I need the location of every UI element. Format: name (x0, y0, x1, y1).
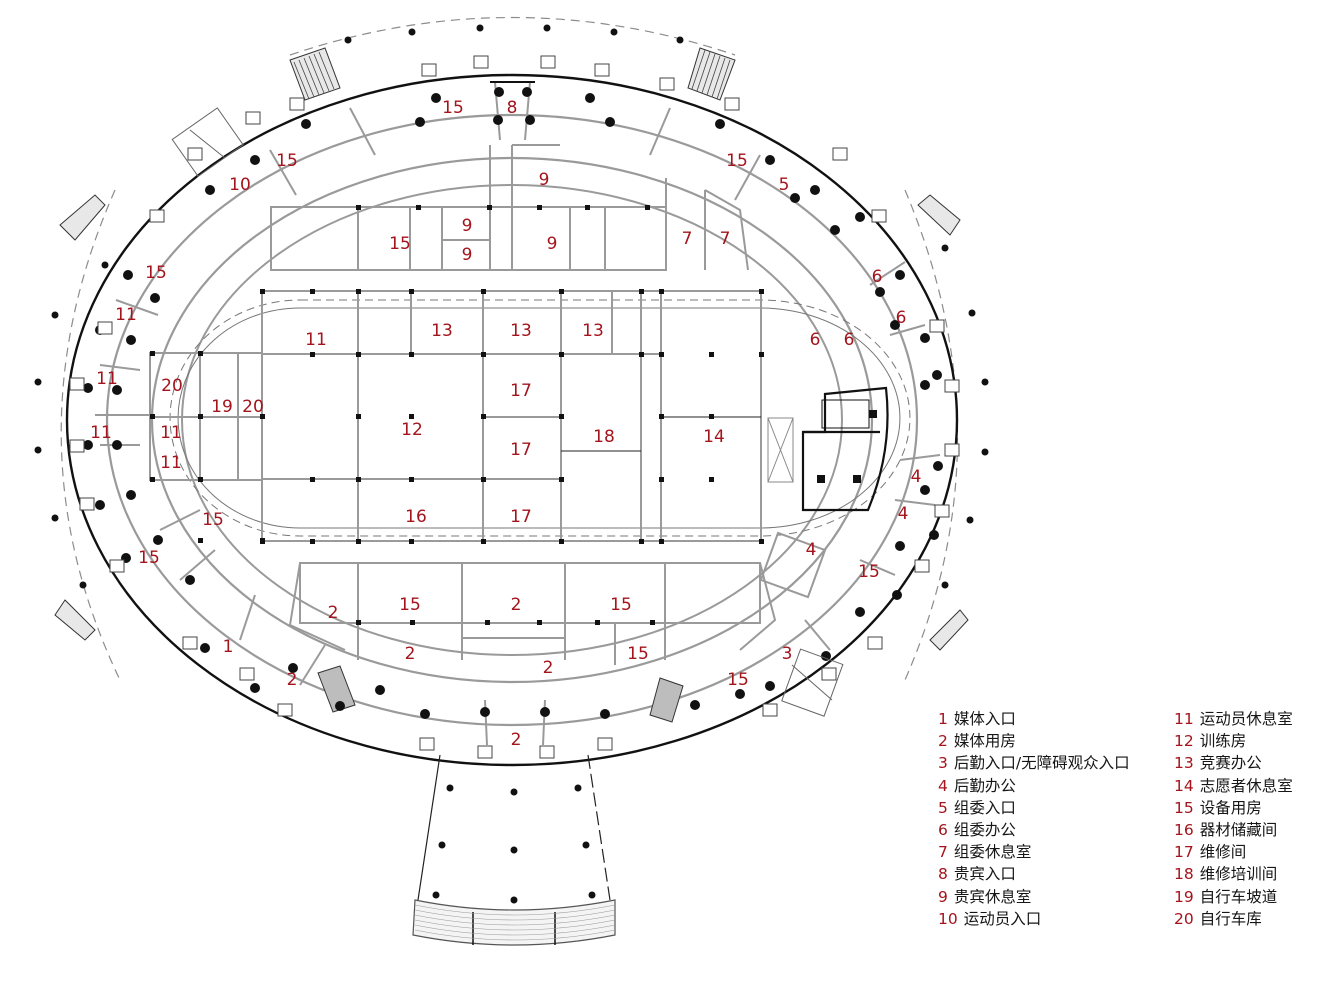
stair-treads (293, 49, 731, 100)
structural-columns (83, 87, 943, 757)
right-core (801, 386, 889, 512)
lower-rooms (288, 531, 827, 665)
room-label: 15 (727, 670, 749, 690)
room-label: 11 (305, 330, 327, 350)
room-label: 16 (405, 507, 427, 527)
room-label: 15 (389, 234, 411, 254)
room-label: 13 (582, 321, 604, 341)
room-label: 2 (328, 603, 339, 623)
room-label: 6 (844, 330, 855, 350)
upper-rooms (270, 144, 749, 271)
room-label: 17 (510, 440, 532, 460)
room-label: 13 (510, 321, 532, 341)
south-plaza (412, 754, 616, 946)
room-label: 20 (161, 376, 183, 396)
room-label: 17 (510, 381, 532, 401)
room-label: 11 (96, 369, 118, 389)
track-oval (169, 299, 911, 537)
room-label: 9 (539, 170, 550, 190)
room-label: 15 (145, 263, 167, 283)
room-label: 15 (627, 644, 649, 664)
outer-columns (34, 24, 989, 904)
room-label: 17 (510, 507, 532, 527)
room-label: 15 (442, 98, 464, 118)
perimeter-stairs (54, 47, 969, 723)
room-label: 19 (211, 397, 233, 417)
room-label: 3 (782, 644, 793, 664)
room-label: 2 (287, 670, 298, 690)
room-label: 11 (160, 423, 182, 443)
room-label: 8 (507, 98, 518, 118)
room-label: 2 (543, 658, 554, 678)
room-label: 5 (779, 175, 790, 195)
room-label: 15 (138, 548, 160, 568)
room-label: 12 (401, 420, 423, 440)
interior-columns (150, 205, 877, 625)
ring-wall-1 (105, 113, 919, 727)
room-label: 2 (405, 644, 416, 664)
room-label: 11 (115, 305, 137, 325)
room-label: 7 (720, 229, 731, 249)
elevator-shaft (767, 417, 794, 483)
room-label: 15 (726, 151, 748, 171)
room-label: 9 (547, 234, 558, 254)
room-label: 6 (872, 267, 883, 287)
outer-dashed-perimeter (60, 16, 959, 681)
room-label: 9 (462, 216, 473, 236)
room-label: 15 (858, 562, 880, 582)
room-label: 15 (610, 595, 632, 615)
room-label: 4 (898, 504, 909, 524)
room-label: 10 (229, 175, 251, 195)
room-label: 6 (810, 330, 821, 350)
radial-walls (95, 81, 941, 746)
room-label: 18 (593, 427, 615, 447)
room-label: 11 (90, 423, 112, 443)
room-label: 4 (911, 467, 922, 487)
facade-ellipse (65, 73, 959, 767)
room-label: 6 (896, 308, 907, 328)
room-label: 2 (511, 595, 522, 615)
room-label: 4 (806, 540, 817, 560)
room-label: 15 (399, 595, 421, 615)
room-label: 9 (462, 245, 473, 265)
room-label: 2 (511, 730, 522, 750)
room-label: 11 (160, 453, 182, 473)
room-label: 7 (682, 229, 693, 249)
room-label: 1 (223, 637, 234, 657)
room-label: 15 (202, 510, 224, 530)
room-label: 15 (276, 151, 298, 171)
void-boxes (171, 107, 844, 717)
room-label: 13 (431, 321, 453, 341)
plaza-treads (414, 904, 616, 941)
room-label: 20 (242, 397, 264, 417)
room-label: 14 (703, 427, 725, 447)
perimeter-pods (69, 55, 960, 759)
